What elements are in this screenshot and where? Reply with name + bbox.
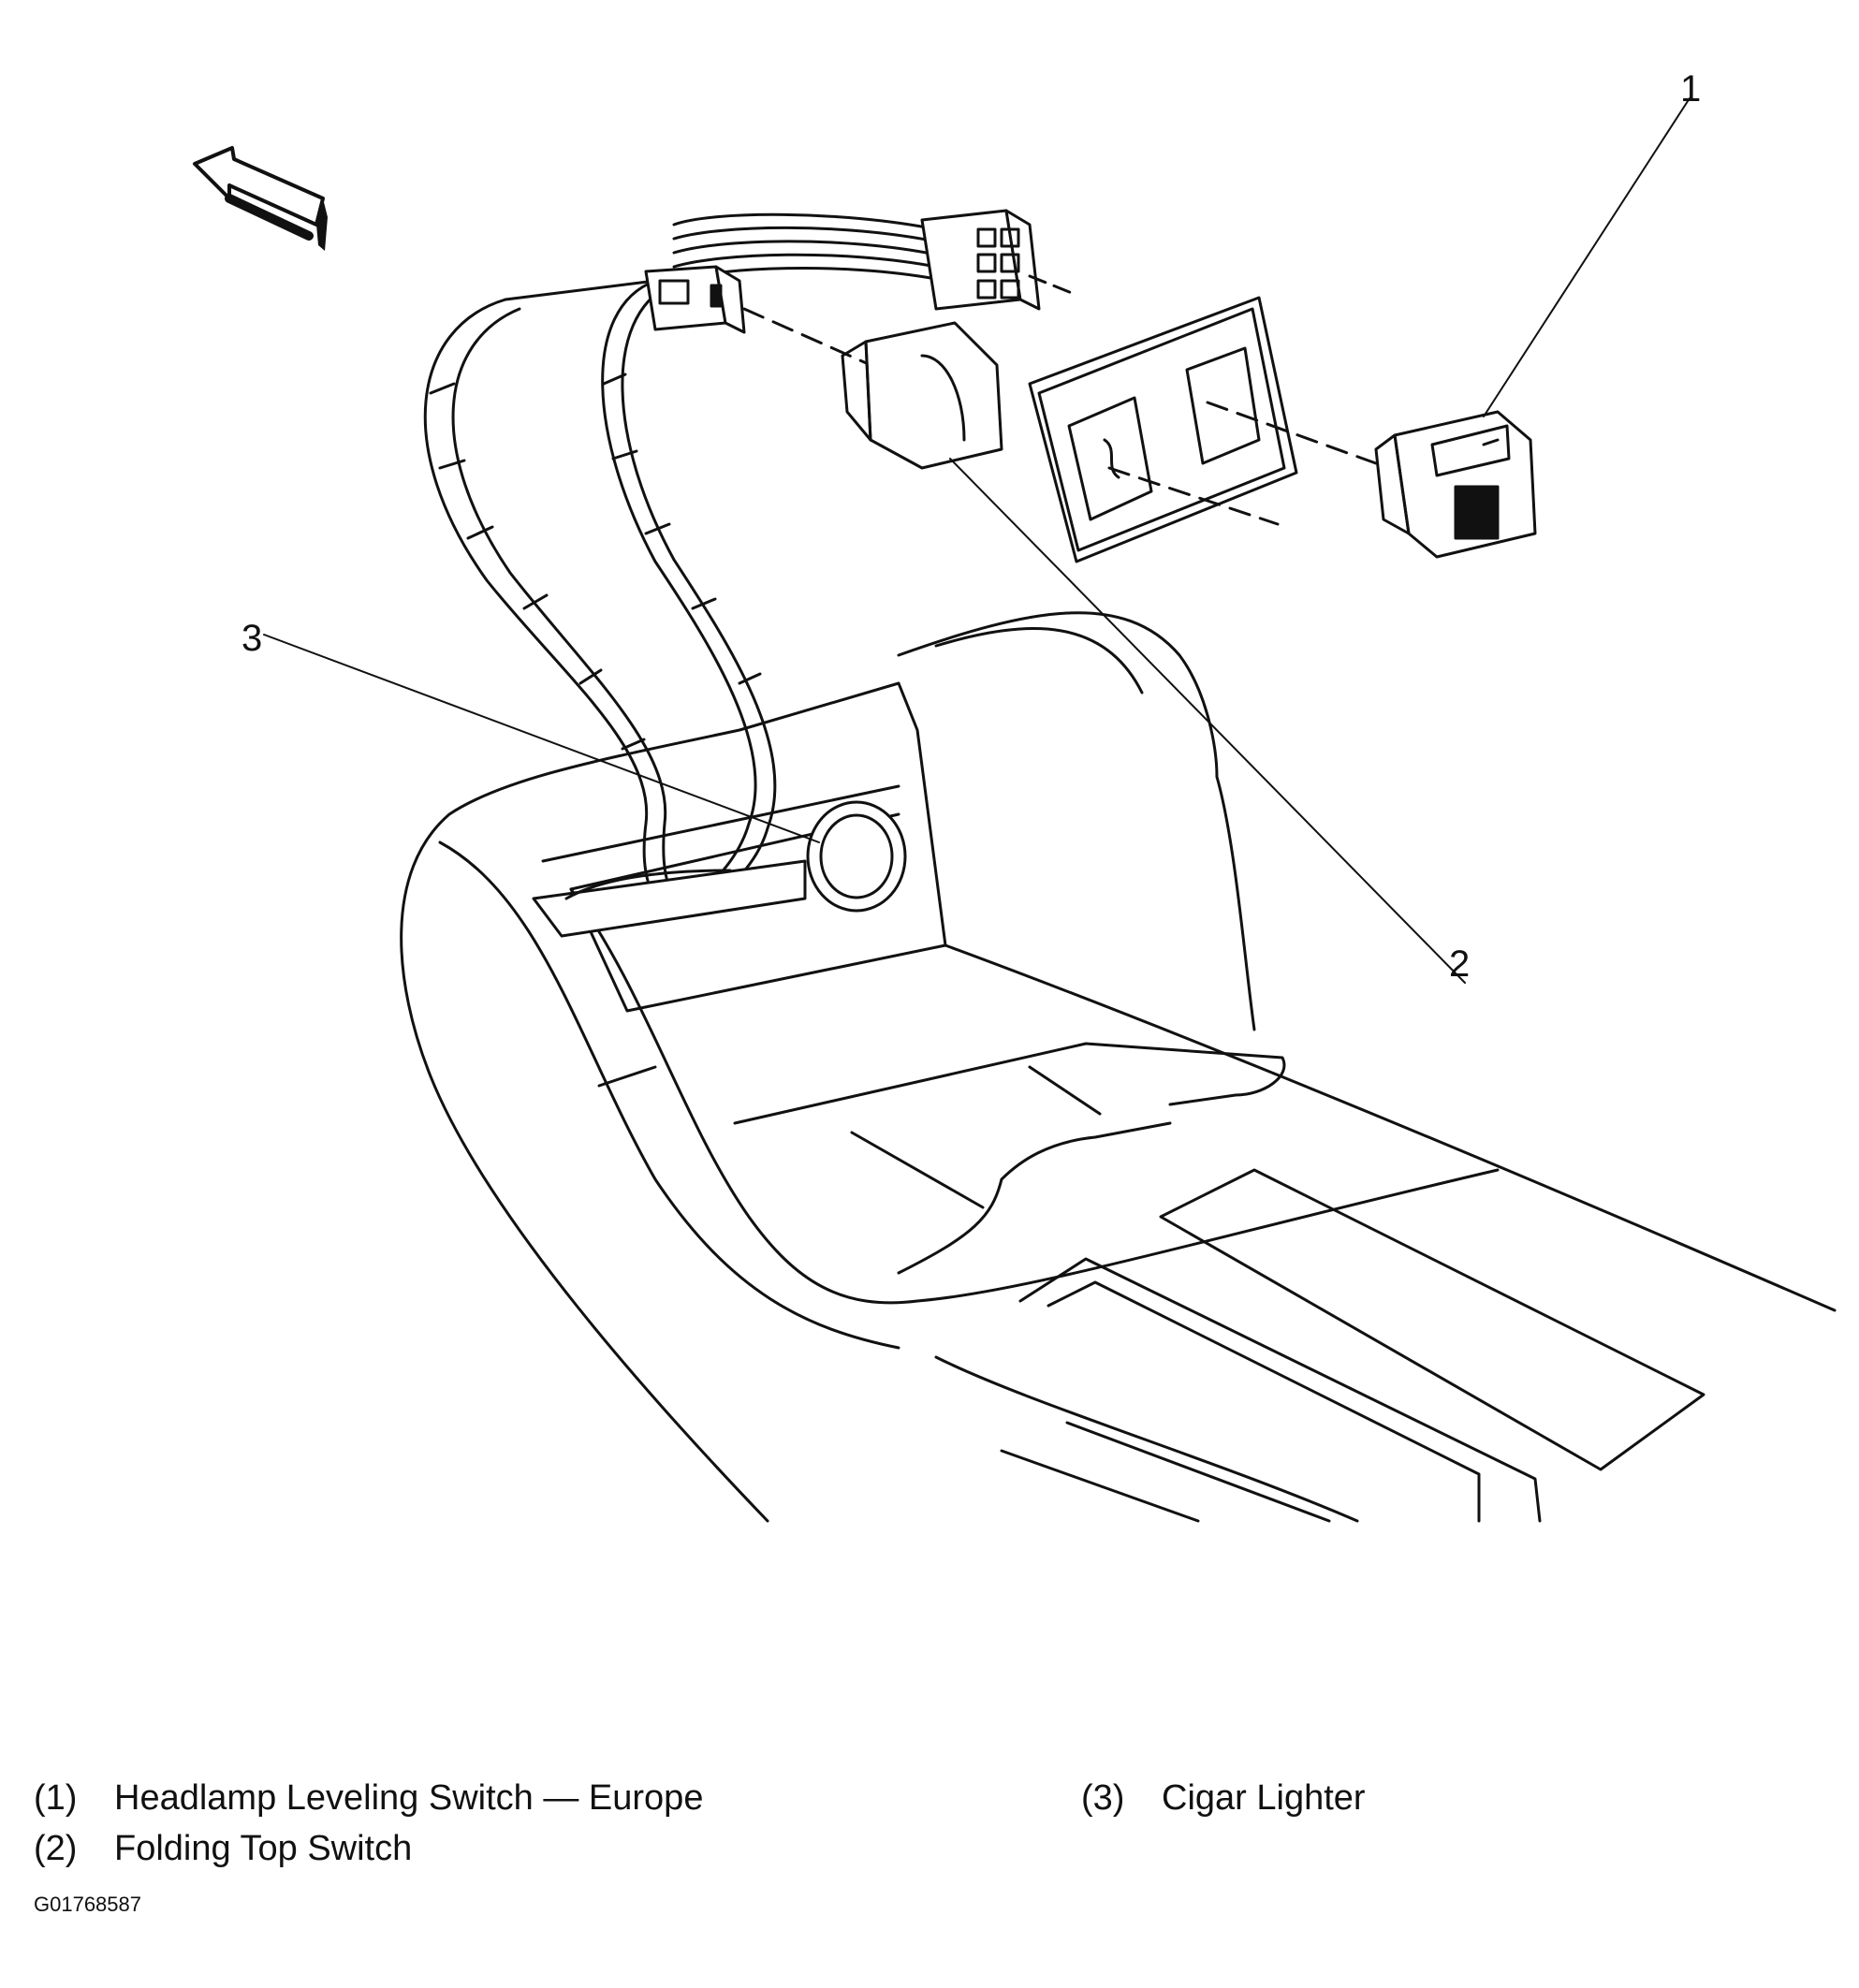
leader-line-3 — [263, 634, 820, 843]
callout-number-3: 3 — [242, 618, 263, 659]
switch-bezel — [1028, 296, 1298, 563]
figure-id: G01768587 — [34, 1893, 141, 1916]
harness-connector-left — [644, 265, 746, 334]
direction-arrow-icon — [193, 146, 328, 251]
legend-item-3: (3) Cigar Lighter — [1081, 1780, 1366, 1816]
leader-line-2 — [949, 458, 1466, 984]
legend-number: (2) — [34, 1829, 78, 1868]
legend-label: Headlamp Leveling Switch — Europe — [114, 1778, 704, 1818]
legend-number: (1) — [34, 1778, 78, 1818]
callout-number-1: 1 — [1680, 68, 1702, 110]
legend-item-2: (2) Folding Top Switch — [34, 1831, 412, 1866]
callout-number-2: 2 — [1449, 943, 1471, 985]
leader-line-1 — [1483, 97, 1691, 417]
component-locator-illustration — [193, 97, 1837, 1523]
harness-connector-right — [920, 209, 1041, 311]
legend-label: Cigar Lighter — [1162, 1778, 1366, 1818]
headlamp-leveling-switch — [1374, 410, 1537, 559]
legend-number: (3) — [1081, 1778, 1125, 1818]
folding-top-switch — [841, 321, 1003, 470]
cigar-lighter — [532, 800, 907, 938]
legend-item-1: (1) Headlamp Leveling Switch — Europe — [34, 1780, 703, 1816]
center-console — [400, 611, 1837, 1523]
legend-label: Folding Top Switch — [114, 1829, 413, 1868]
